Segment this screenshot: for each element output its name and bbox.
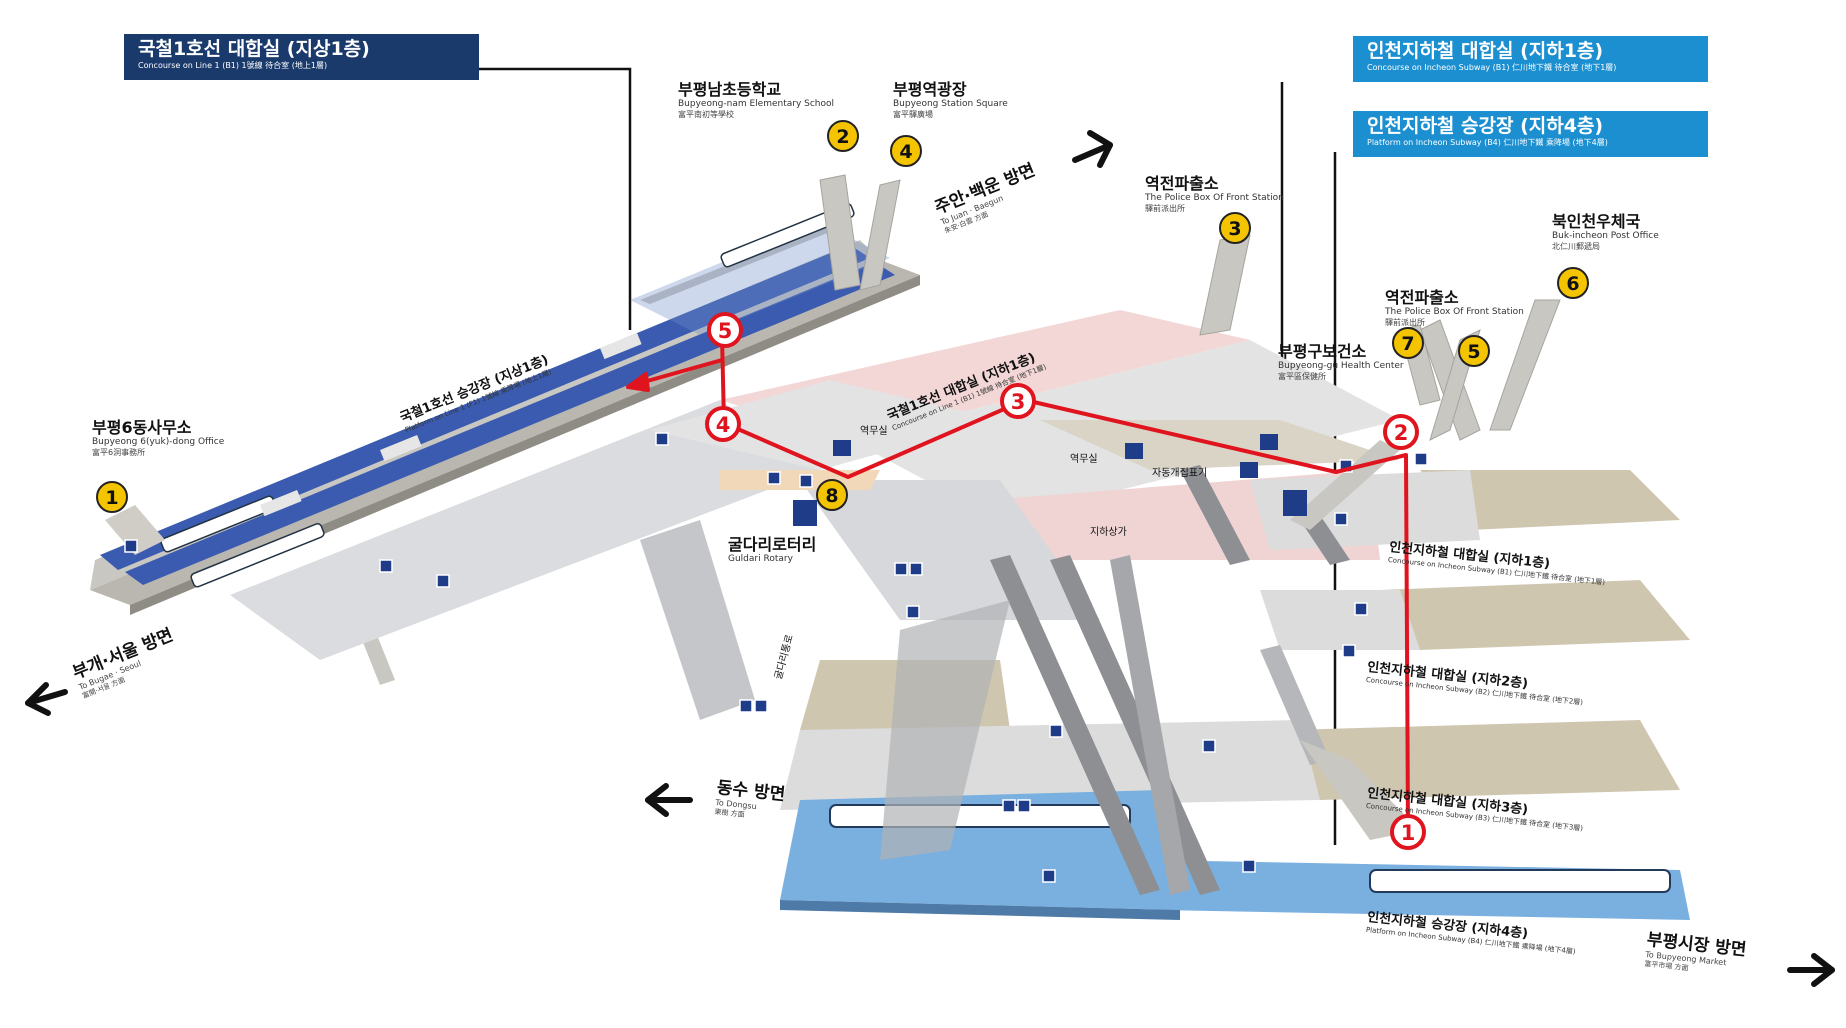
exit-marker-5: 5 xyxy=(1458,335,1490,367)
facility-icons xyxy=(124,432,1428,883)
exit-marker-6: 6 xyxy=(1557,267,1589,299)
poi-exit-6-en: Buk-incheon Post Office xyxy=(1552,231,1659,241)
exit-marker-5-label: 5 xyxy=(1467,341,1480,363)
exit-markers: 1 2 3 4 5 6 7 8 xyxy=(96,120,1589,513)
arrow-market-icon xyxy=(1787,953,1835,987)
route-marker-3: 3 xyxy=(1000,383,1036,419)
poi-exit-3: 역전파출소 The Police Box Of Front Station 驛前… xyxy=(1145,174,1284,214)
exit-marker-3: 3 xyxy=(1219,212,1251,244)
arrow-seoul-icon xyxy=(25,682,68,716)
exit-marker-8: 8 xyxy=(816,479,848,511)
poi-exit-4-ko: 부평역광장 xyxy=(893,80,967,99)
poi-exit-1-ko: 부평6동사무소 xyxy=(92,418,192,437)
poi-exit-8: 굴다리로터리 Guldari Rotary xyxy=(728,535,816,565)
incheon-floors xyxy=(780,440,1690,920)
poi-exit-8-en: Guldari Rotary xyxy=(728,554,793,564)
guldari-passage-label: 굴다리통로 xyxy=(772,633,795,681)
poi-exit-7: 부평구보건소 Bupyeong-gu Health Center 富平區保健所 xyxy=(1278,342,1404,382)
route-marker-4-label: 4 xyxy=(716,413,731,437)
exit-marker-4-label: 4 xyxy=(899,141,912,163)
poi-exit-4-cn: 富平驛廣場 xyxy=(893,110,933,119)
poi-exit-5-ko: 역전파출소 xyxy=(1385,288,1459,307)
ticket-icons xyxy=(793,434,1307,526)
exit-marker-3-label: 3 xyxy=(1228,218,1241,240)
route-marker-3-label: 3 xyxy=(1011,390,1026,414)
header-incheon-platform-sub: Platform on Incheon Subway (B4) 仁川地下鐵 乘降… xyxy=(1367,138,1608,147)
underground-mall-label: 지하상가 xyxy=(1090,525,1127,538)
header-incheon-concourse: 인천지하철 대합실 (지하1층) Concourse on Incheon Su… xyxy=(1353,36,1708,82)
exit-marker-2-label: 2 xyxy=(836,126,849,148)
exit-marker-1-label: 1 xyxy=(105,487,118,509)
poi-exit-2-en: Bupyeong-nam Elementary School xyxy=(678,99,835,109)
header-line1-concourse: 국철1호선 대합실 (지상1층) Concourse on Line 1 (B1… xyxy=(124,34,479,80)
station-office-label-2: 역무실 xyxy=(1070,453,1098,465)
header-incheon-concourse-sub: Concourse on Incheon Subway (B1) 仁川地下鐵 待… xyxy=(1367,63,1617,72)
exit-marker-7-label: 7 xyxy=(1401,333,1414,355)
route-marker-2-label: 2 xyxy=(1394,421,1409,445)
exit-marker-2: 2 xyxy=(827,120,859,152)
poi-exit-1: 부평6동사무소 Bupyeong 6(yuk)-dong Office 富平6洞… xyxy=(92,418,224,458)
exit-marker-7: 7 xyxy=(1392,327,1424,359)
exit-marker-4: 4 xyxy=(890,135,922,167)
poi-exit-7-ko: 부평구보건소 xyxy=(1278,342,1367,361)
poi-exit-2-cn: 富平南初等學校 xyxy=(678,110,734,119)
station-office-label-1: 역무실 xyxy=(860,425,888,437)
turnstile-label: 자동개집표기 xyxy=(1152,467,1207,479)
poi-exit-3-ko: 역전파출소 xyxy=(1145,174,1219,193)
route-marker-1: 1 xyxy=(1390,814,1426,850)
poi-exit-8-ko: 굴다리로터리 xyxy=(728,535,817,554)
route-markers: 1 2 3 4 5 xyxy=(705,312,1426,850)
poi-exit-5: 역전파출소 The Police Box Of Front Station 驛前… xyxy=(1385,288,1524,328)
poi-exit-6: 북인천우체국 Buk-incheon Post Office 北仁川郵遞局 xyxy=(1552,212,1659,252)
poi-exit-6-ko: 북인천우체국 xyxy=(1552,212,1641,231)
route-marker-2: 2 xyxy=(1383,414,1419,450)
header-line1-concourse-title: 국철1호선 대합실 (지상1층) xyxy=(138,38,370,60)
header-incheon-platform-title: 인천지하철 승강장 (지하4층) xyxy=(1367,115,1604,137)
poi-exit-6-cn: 北仁川郵遞局 xyxy=(1552,242,1600,251)
route-marker-5: 5 xyxy=(707,312,743,348)
poi-exit-3-cn: 驛前派出所 xyxy=(1145,204,1185,213)
poi-exit-7-en: Bupyeong-gu Health Center xyxy=(1278,361,1404,371)
poi-exit-7-cn: 富平區保健所 xyxy=(1278,372,1326,381)
exit-marker-1: 1 xyxy=(96,481,128,513)
central-concourse xyxy=(650,310,1400,620)
route-marker-4: 4 xyxy=(705,406,741,442)
header-incheon-concourse-title: 인천지하철 대합실 (지하1층) xyxy=(1367,40,1604,62)
route-marker-1-label: 1 xyxy=(1401,821,1416,845)
arrow-dongsu-icon xyxy=(645,783,693,817)
arrow-juan-icon xyxy=(1072,130,1113,168)
direction-dongsu: 동수 방면 To Dongsu 東樹 方面 xyxy=(714,778,786,824)
direction-arrows xyxy=(25,130,1835,987)
poi-exit-2-ko: 부평남초등학교 xyxy=(678,80,782,99)
poi-exit-4: 부평역광장 Bupyeong Station Square 富平驛廣場 xyxy=(893,80,1008,120)
poi-exit-4-en: Bupyeong Station Square xyxy=(893,99,1008,109)
header-line1-concourse-sub: Concourse on Line 1 (B1) 1號線 待合室 (地上1層) xyxy=(138,61,328,70)
poi-exit-1-en: Bupyeong 6(yuk)-dong Office xyxy=(92,437,225,447)
header-incheon-platform: 인천지하철 승강장 (지하4층) Platform on Incheon Sub… xyxy=(1353,111,1708,157)
line1-lower-concourse xyxy=(230,400,820,720)
poi-exit-3-en: The Police Box Of Front Station xyxy=(1145,193,1284,203)
poi-exit-2: 부평남초등학교 Bupyeong-nam Elementary School 富… xyxy=(678,80,834,120)
exit-marker-8-label: 8 xyxy=(825,485,838,507)
poi-exit-5-en: The Police Box Of Front Station xyxy=(1385,307,1524,317)
route-marker-5-label: 5 xyxy=(718,319,733,343)
poi-exit-1-cn: 富平6洞事務所 xyxy=(92,448,146,457)
exit-marker-6-label: 6 xyxy=(1566,273,1579,295)
poi-exit-5-cn: 驛前派出所 xyxy=(1385,318,1425,327)
